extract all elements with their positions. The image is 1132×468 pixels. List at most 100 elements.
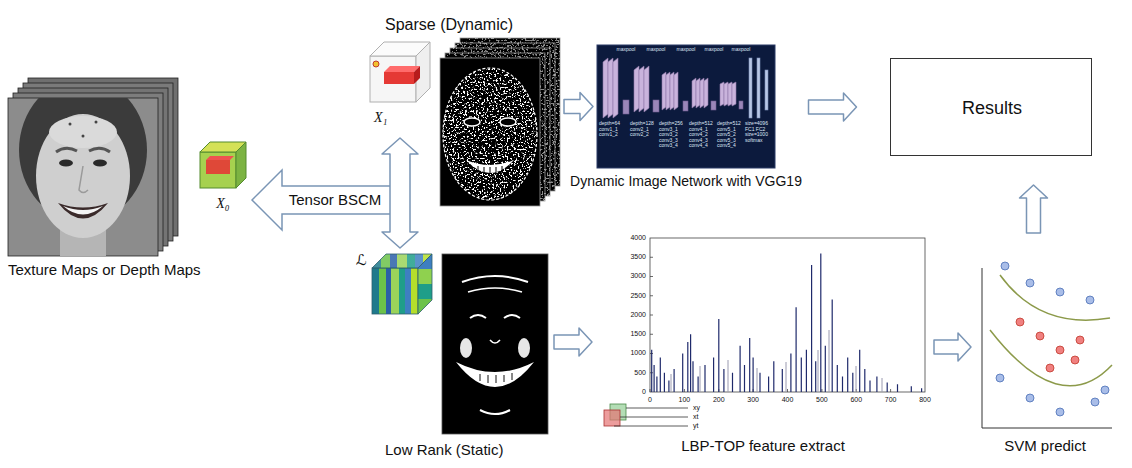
cube-block — [384, 72, 414, 84]
sparse-stack — [440, 38, 560, 206]
layer-label: depth=128 conv2_1 conv2_2 — [630, 121, 654, 138]
flow-arrow — [809, 93, 857, 121]
caption: Dynamic Image Network with VGG19 — [570, 173, 802, 189]
eye — [59, 160, 73, 167]
axis-tick: 3500 — [630, 253, 646, 261]
forehead-mark — [468, 288, 522, 292]
fc-bar — [765, 70, 768, 110]
axis-tick: 800 — [919, 396, 931, 404]
layer-label: maxpool — [677, 47, 696, 53]
axis-tick: 3000 — [630, 272, 646, 280]
layer-slab — [720, 82, 724, 106]
caption: Results — [962, 98, 1022, 119]
caption: Low Rank (Static) — [385, 441, 503, 458]
data-point — [1001, 262, 1009, 270]
svm-plot — [982, 262, 1112, 428]
pool-layers — [623, 100, 743, 114]
sparse-cube — [370, 42, 430, 102]
speckle — [440, 58, 540, 206]
chart-panel: LBP-TOP feature extract — [596, 228, 930, 432]
pool-box — [683, 101, 688, 111]
layer-slab — [674, 72, 678, 110]
axis-ticks — [650, 257, 891, 392]
cube-block — [384, 66, 420, 72]
plane-label: yt — [693, 422, 698, 430]
stack-frame — [440, 58, 540, 206]
caption: X₁ — [374, 110, 387, 126]
lowrank-image — [442, 254, 548, 434]
plane-leader — [614, 408, 688, 426]
marker-dot — [95, 121, 98, 124]
decision-boundary — [1000, 275, 1110, 320]
mouth — [456, 362, 534, 387]
cube-face — [200, 152, 236, 188]
pool-box — [739, 101, 743, 109]
layer-label: size=4096 FC1 FC2 size=1000 softmax — [745, 121, 768, 143]
data-point — [1086, 296, 1094, 304]
layer-label: maxpool — [617, 47, 636, 53]
cube-face — [372, 268, 418, 314]
layer-slab — [666, 72, 670, 110]
data-point — [1076, 336, 1084, 344]
data-point — [1036, 332, 1044, 340]
flow-arrow — [554, 328, 592, 356]
axis-tick: 0 — [642, 388, 646, 396]
operation-label: Tensor BSCM — [289, 191, 382, 208]
chin — [480, 410, 510, 414]
layer-slab — [670, 72, 674, 110]
layer-label: maxpool — [705, 47, 724, 53]
conv-layers — [603, 58, 736, 118]
plane-label: xt — [693, 413, 698, 421]
cube-face — [370, 56, 416, 102]
class-points — [1016, 318, 1084, 372]
histogram — [604, 238, 925, 426]
sparse-face — [440, 58, 540, 206]
layer-label: depth=256 conv3_1 conv3_2 conv3_3 conv3_… — [659, 121, 683, 149]
data-point — [1046, 364, 1054, 372]
eyebrow — [56, 148, 77, 152]
data-point — [1071, 356, 1079, 364]
nose — [490, 340, 500, 343]
axis-tick: 100 — [679, 396, 691, 404]
layer-label: depth=512 conv4_1 conv4_2 conv4_3 conv4_… — [689, 121, 713, 149]
teeth — [480, 373, 512, 383]
data-point — [1016, 318, 1024, 326]
layer-slab — [662, 72, 666, 110]
pool-box — [711, 101, 716, 110]
data-point — [1101, 386, 1109, 394]
fc-bar — [757, 58, 760, 118]
image-frame — [442, 254, 548, 434]
mouth — [466, 160, 514, 173]
flow-arrow — [564, 93, 593, 121]
tensor-cube: X₁ — [366, 38, 434, 134]
layer-label: maxpool — [732, 47, 751, 53]
axis-tick: 1000 — [630, 349, 646, 357]
pool-box — [653, 100, 659, 112]
flow-arrow — [382, 138, 418, 248]
axis-tick: 0 — [648, 396, 652, 404]
data-point — [1026, 279, 1034, 287]
layer-label: depth=64 conv1_1 conv1_2 — [599, 121, 620, 138]
fc-layers — [749, 58, 768, 118]
cube-dot — [373, 61, 379, 67]
axis-tick: 400 — [782, 396, 794, 404]
decomposition-arrow — [252, 170, 400, 230]
data-point — [1056, 288, 1064, 296]
data-point — [1056, 346, 1064, 354]
axis-tick: 2000 — [630, 311, 646, 319]
cube-face — [418, 254, 432, 314]
layer-slab — [732, 82, 736, 106]
data-point — [996, 374, 1004, 382]
axis-tick: 2500 — [630, 292, 646, 300]
eyebrow — [89, 148, 110, 152]
layer-slab — [634, 66, 639, 112]
layer-label: maxpool — [647, 47, 666, 53]
flow-arrow — [934, 333, 971, 361]
eye — [464, 118, 480, 126]
nose — [79, 166, 88, 193]
layer-slab — [613, 58, 618, 118]
eye — [93, 160, 107, 167]
marker-dot — [82, 135, 85, 138]
axis-tick: 700 — [885, 396, 897, 404]
layer-slab — [724, 82, 728, 106]
